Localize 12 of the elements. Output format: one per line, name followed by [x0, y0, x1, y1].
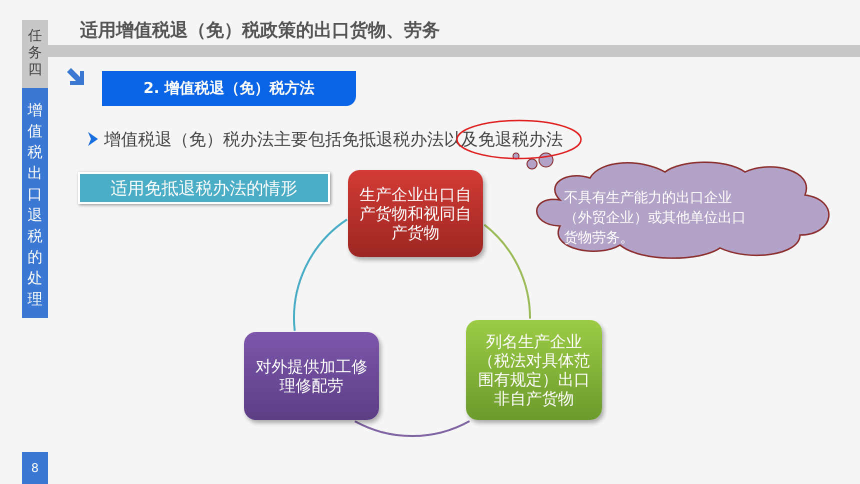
connector-arc — [293, 218, 348, 331]
tab-label: 任务四 — [22, 20, 48, 88]
heading-label: 适用免抵退税办法的情形 — [78, 172, 330, 204]
slide-title: 适用增值税退（免）税政策的出口货物、劳务 — [80, 19, 440, 42]
connector-arc — [354, 420, 470, 438]
chapter-tab: 增值税出口退税的处理 — [22, 88, 48, 318]
process-box: 生产企业出口自产货物和视同自产货物 — [348, 170, 483, 257]
page-number: 8 — [22, 452, 48, 484]
process-box: 列名生产企业（税法对具体范围有规定）出口非自产货物 — [466, 320, 602, 420]
section-banner: 2. 增值税退（免）税方法 — [102, 71, 356, 106]
connector-arc — [484, 224, 531, 319]
process-box: 对外提供加工修理修配劳 — [244, 332, 379, 420]
